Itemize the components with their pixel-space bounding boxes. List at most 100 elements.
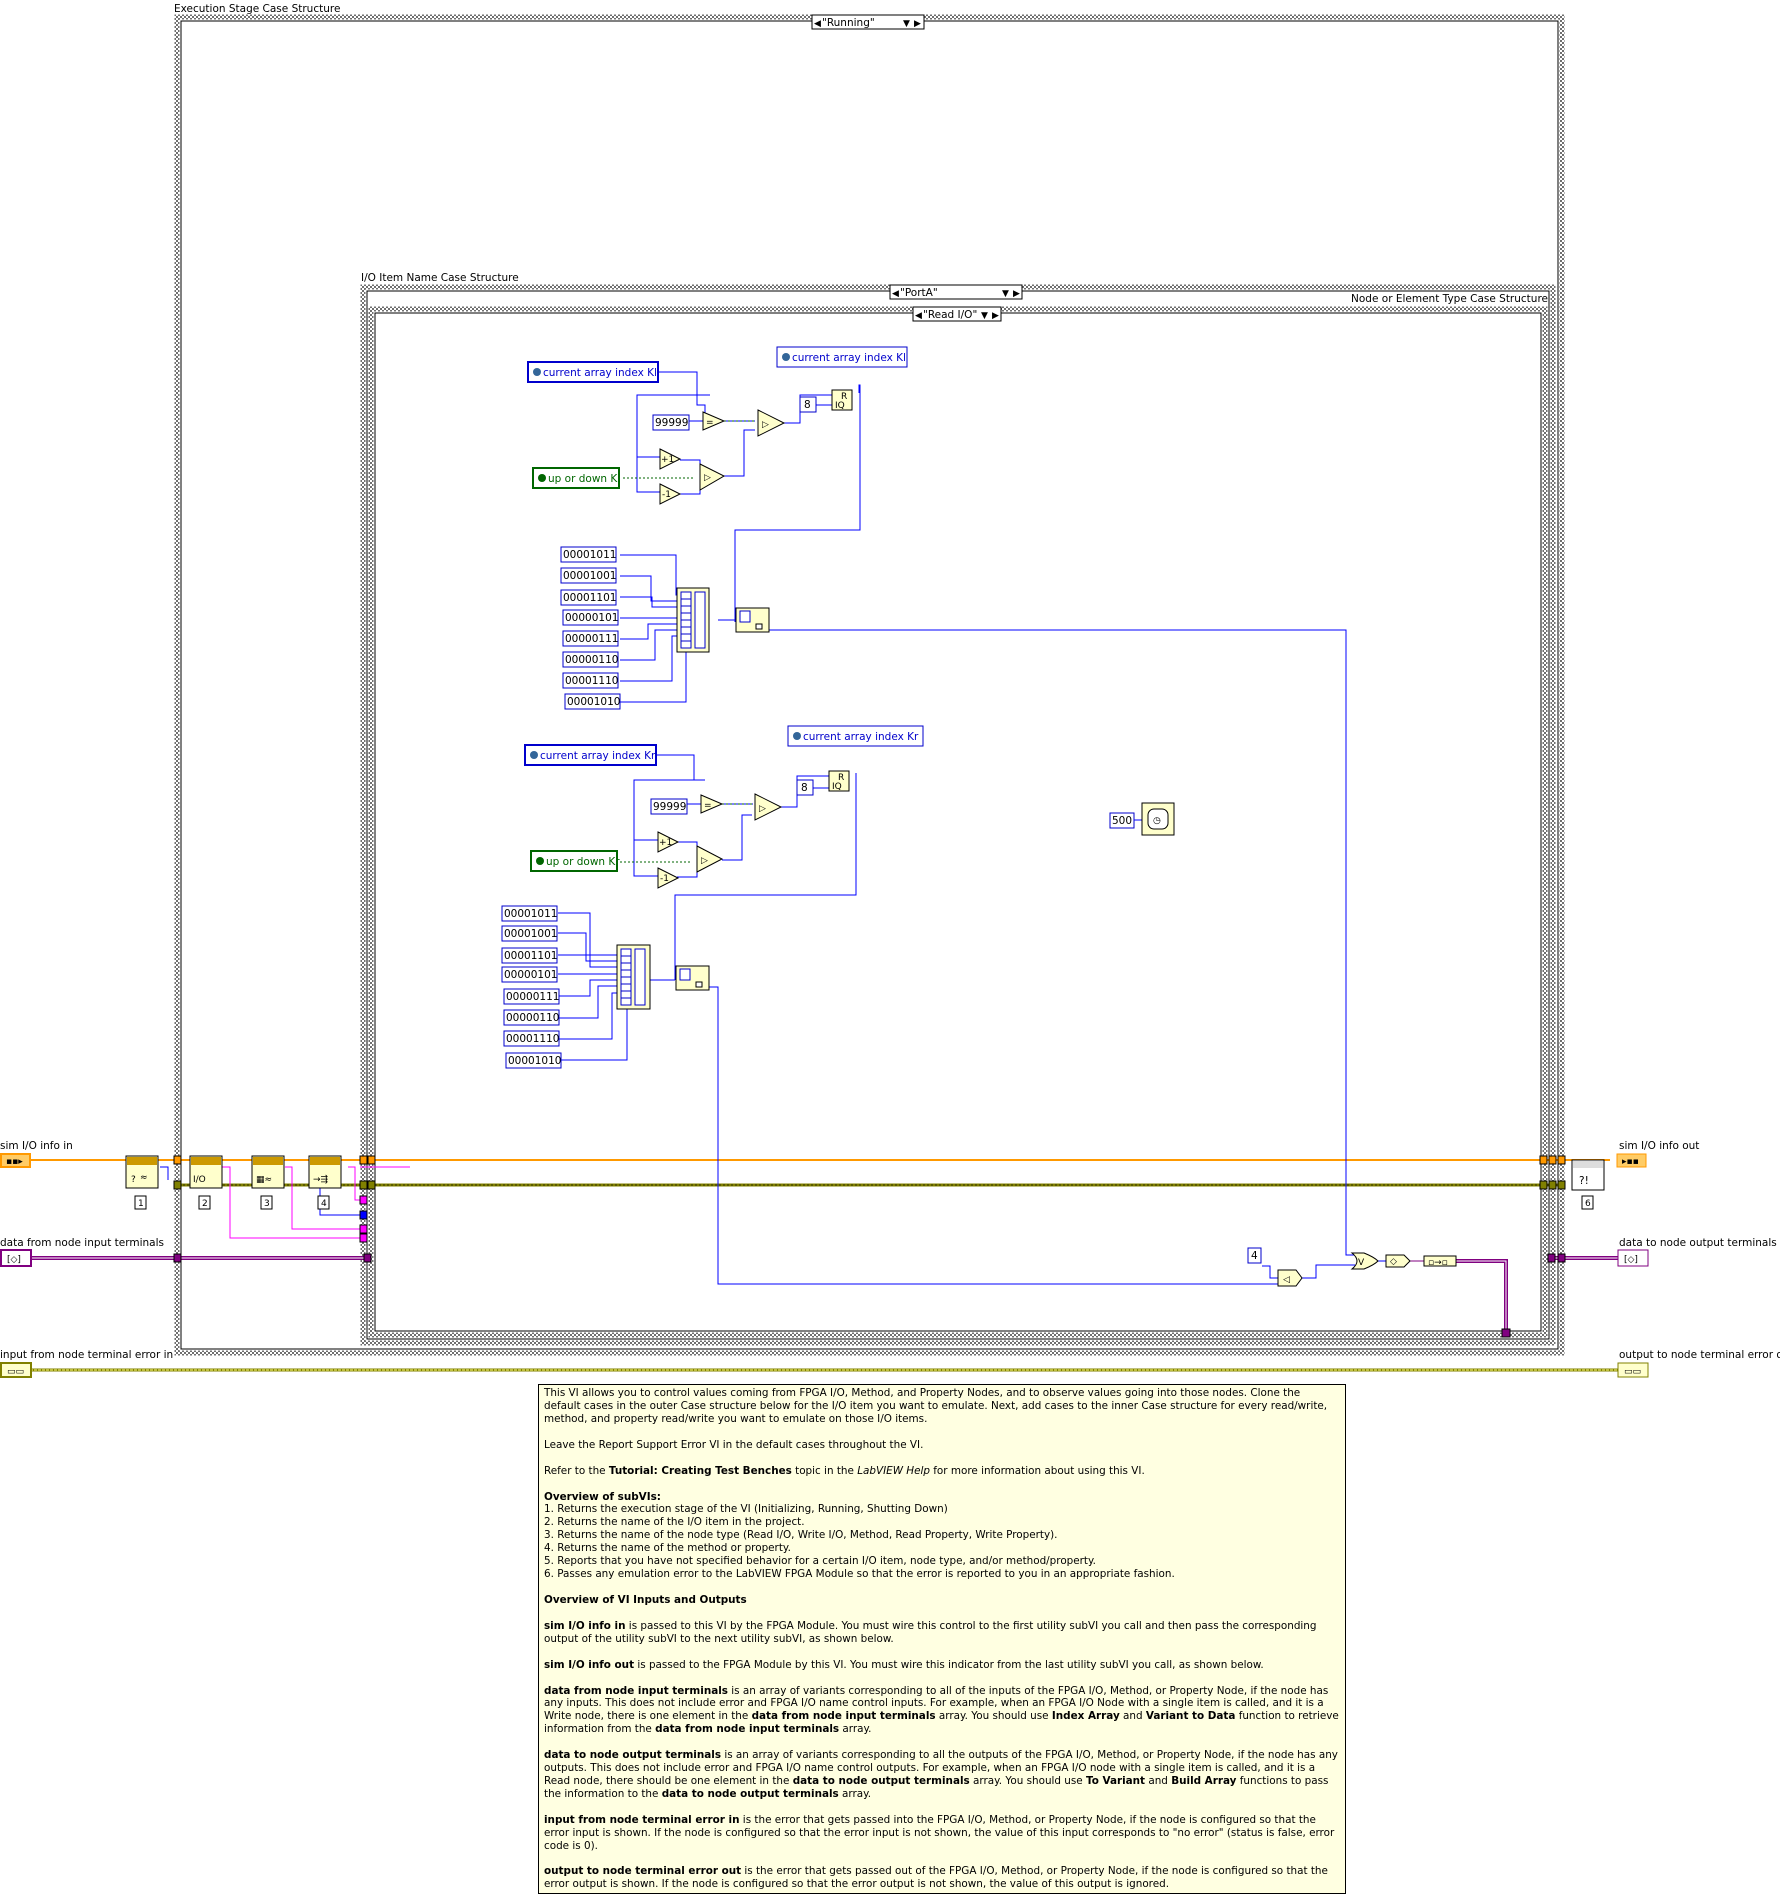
svg-text:▦≈: ▦≈	[256, 1175, 272, 1185]
left-limit-constant: 99999	[652, 414, 690, 431]
subvi-3-node-type[interactable]: ▦≈ 3	[251, 1155, 285, 1210]
svg-text:?: ?	[131, 1175, 136, 1185]
left-size-value: 8	[804, 399, 811, 411]
input-from-node-terminal-error-in-terminal[interactable]: input from node terminal error in ▭▭	[0, 1349, 173, 1378]
svg-text:=: =	[704, 801, 712, 811]
svg-text:R: R	[838, 773, 844, 783]
right-pattern-constants: 00001011 00001001 00001101 00000101 0000…	[501, 905, 562, 1069]
io-item-name-selector-value: "PortA"	[900, 287, 938, 299]
svg-text:▼: ▼	[981, 311, 988, 321]
svg-text:▭▭: ▭▭	[1624, 1367, 1641, 1377]
build-array-output-node: ▫→▫	[1423, 1255, 1457, 1268]
right-pattern-3: 00000101	[504, 969, 557, 981]
svg-text:◀: ◀	[915, 311, 922, 321]
data-to-node-output-terminals-terminal[interactable]: data to node output terminals [◇]	[1617, 1237, 1777, 1267]
note-err-in: input from node terminal error in is the…	[544, 1813, 1335, 1852]
note-leave-report: Leave the Report Support Error VI in the…	[544, 1438, 924, 1451]
svg-text:▷: ▷	[759, 804, 766, 814]
svg-text:▭▭: ▭▭	[7, 1367, 24, 1377]
svg-text:▷: ▷	[704, 473, 711, 483]
svg-text:≈: ≈	[140, 1173, 148, 1183]
left-pattern-4: 00000111	[565, 633, 618, 645]
node-type-case-structure[interactable]: Node or Element Type Case Structure	[368, 293, 1548, 1338]
right-index-control-label: current array index Kr	[540, 750, 656, 762]
subvi-6-report-emulation-error[interactable]: ?! 6	[1571, 1159, 1605, 1210]
svg-text:◇: ◇	[1390, 1257, 1397, 1267]
output-to-node-terminal-error-out-terminal[interactable]: output to node terminal error out ▭▭	[1617, 1349, 1780, 1378]
left-inc-label: +1	[661, 455, 674, 465]
svg-text:I/O: I/O	[193, 1175, 206, 1185]
right-limit-value: 99999	[653, 801, 686, 813]
left-direction-control[interactable]: up or down Kl	[532, 467, 620, 489]
svg-text:▷: ▷	[701, 856, 708, 866]
note-subvi-2: 2. Returns the name of the I/O item in t…	[544, 1516, 805, 1529]
right-direction-control[interactable]: up or down Kr	[530, 850, 620, 872]
right-dec-node: -1	[657, 867, 680, 889]
note-data-out: data to node output terminals is an arra…	[544, 1749, 1338, 1800]
note-sim-in: sim I/O info in is passed to this VI by …	[544, 1619, 1317, 1645]
sim-io-info-out-terminal[interactable]: sim I/O info out ▸▪▪	[1616, 1140, 1699, 1168]
shift-constant: 4	[1247, 1247, 1262, 1264]
to-variant-node: ◇	[1385, 1254, 1411, 1268]
note-data-in: data from node input terminals is an arr…	[544, 1684, 1339, 1736]
note-subvi-1: 1. Returns the execution stage of the VI…	[544, 1503, 948, 1516]
left-pattern-5: 00000110	[565, 654, 618, 666]
wait-ms-value: 500	[1112, 815, 1132, 827]
svg-text:[◇]: [◇]	[1624, 1255, 1638, 1265]
svg-text:▸▪▪: ▸▪▪	[1622, 1157, 1639, 1167]
left-equal-node: =	[702, 411, 726, 431]
sim-io-info-in-label: sim I/O info in	[0, 1140, 73, 1152]
left-pattern-2: 00001101	[563, 592, 616, 604]
svg-text:→⇶: →⇶	[313, 1174, 329, 1185]
output-to-node-terminal-error-out-label: output to node terminal error out	[1619, 1349, 1780, 1361]
left-chain-wires	[620, 371, 1356, 1256]
svg-text:▷: ▷	[762, 420, 769, 430]
data-from-node-input-terminals-terminal[interactable]: data from node input terminals [◇]	[0, 1237, 164, 1267]
left-index-control[interactable]: current array index Kl	[527, 361, 659, 383]
left-quotient-remainder-node: R IQ	[831, 389, 853, 411]
subvi-1-execution-stage[interactable]: ? ≈ 1	[125, 1155, 159, 1210]
right-chain-wires	[558, 754, 1278, 1285]
left-dec-label: -1	[662, 490, 671, 500]
right-index-control[interactable]: current array index Kr	[524, 744, 657, 766]
io-item-name-label: I/O Item Name Case Structure	[361, 272, 519, 284]
svg-text:◀: ◀	[892, 289, 899, 299]
left-size-constant: 8	[799, 396, 817, 413]
svg-text:?!: ?!	[1579, 1175, 1589, 1187]
left-index-indicator[interactable]: current array index Kl	[776, 346, 908, 368]
execution-stage-case-structure[interactable]: Execution Stage Case Structure	[174, 3, 1565, 1356]
right-pattern-7: 00001010	[508, 1055, 561, 1067]
wait-constant: 500	[1109, 812, 1142, 829]
svg-text:▪▪▸: ▪▪▸	[6, 1157, 23, 1167]
svg-text:IQ: IQ	[832, 782, 842, 792]
right-build-array-node	[616, 944, 651, 1010]
wait-ms-node: ◷	[1141, 802, 1175, 836]
svg-text:▼: ▼	[903, 19, 910, 29]
right-pattern-2: 00001101	[504, 950, 557, 962]
left-pattern-1: 00001001	[563, 570, 616, 582]
sim-io-info-in-terminal[interactable]: sim I/O info in ▪▪▸	[0, 1140, 73, 1168]
subvi-4-number: 4	[321, 1199, 327, 1209]
subvi-6-number: 6	[1585, 1199, 1591, 1209]
left-dec-node: -1	[659, 483, 682, 505]
subvi-4-method-property[interactable]: →⇶ 4	[308, 1155, 342, 1210]
note-refer: Refer to the Tutorial: Creating Test Ben…	[544, 1464, 1145, 1477]
note-subvi-5: 5. Reports that you have not specified b…	[544, 1555, 1096, 1568]
execution-stage-selector[interactable]: ◀ "Running" ▼ ▶	[811, 14, 925, 30]
left-pattern-6: 00001110	[565, 675, 618, 687]
right-pattern-0: 00001011	[504, 908, 557, 920]
right-select-node-2: ▷	[754, 793, 783, 821]
svg-text:▶: ▶	[992, 311, 999, 321]
right-size-constant: 8	[796, 779, 814, 796]
node-type-label: Node or Element Type Case Structure	[1351, 293, 1548, 305]
io-item-name-selector[interactable]: ◀ "PortA" ▼ ▶	[889, 284, 1023, 300]
right-index-indicator[interactable]: current array index Kr	[787, 725, 924, 747]
node-type-selector[interactable]: ◀ "Read I/O" ▼ ▶	[912, 306, 1002, 322]
note-intro: This VI allows you to control values com…	[544, 1387, 1328, 1425]
left-index-control-label: current array index Kl	[543, 367, 657, 379]
subvi-2-io-item-name[interactable]: I/O 2	[189, 1155, 223, 1210]
output-wires	[1262, 1259, 1508, 1335]
left-pattern-7: 00001010	[567, 696, 620, 708]
svg-text:◁: ◁	[1283, 1275, 1290, 1285]
tunnels	[173, 1155, 1566, 1263]
